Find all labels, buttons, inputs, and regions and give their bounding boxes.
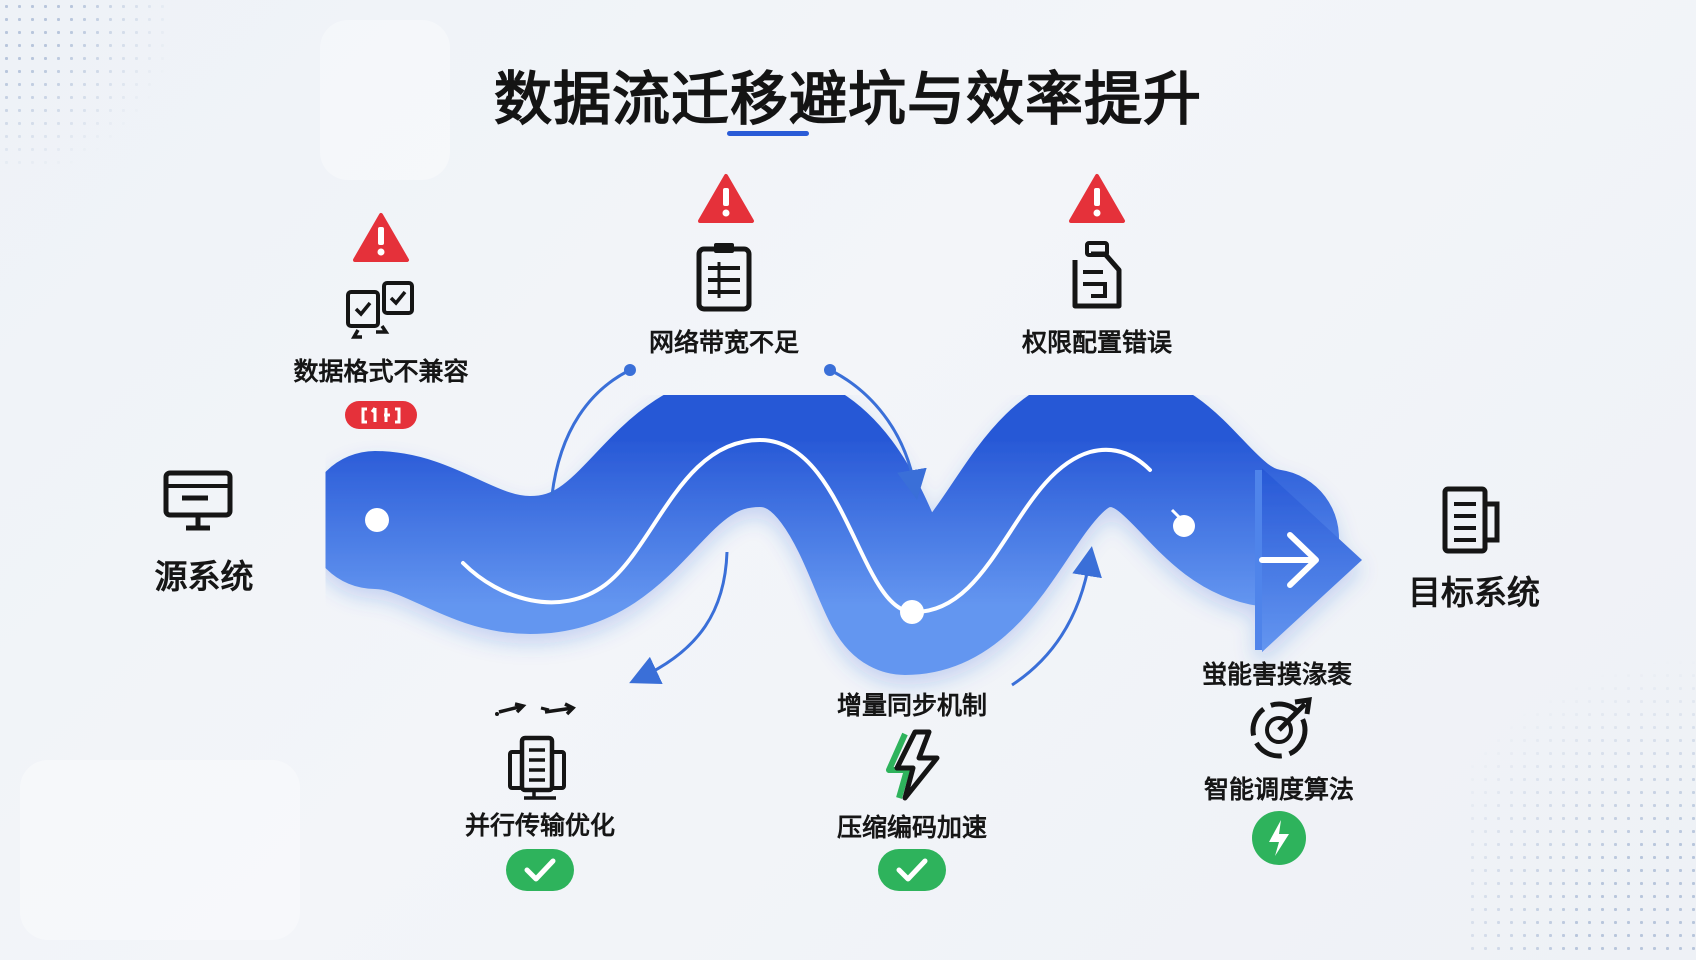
parallel-server-icon	[504, 734, 576, 806]
target-server-icon	[1441, 486, 1503, 558]
lightning-badge-icon	[1251, 810, 1307, 870]
garbled-label: 蛍能害摸湪袠	[1201, 660, 1353, 689]
target-system-label: 目标系统	[1408, 573, 1540, 612]
pitfall-label: 数据格式不兼容	[293, 357, 469, 386]
decorative-panel	[320, 20, 450, 180]
clipboard-list-icon	[694, 240, 754, 316]
decorative-dots-top-left	[0, 0, 170, 170]
decorative-dots-bottom-right	[1466, 630, 1696, 960]
check-icon	[877, 848, 947, 896]
arrow-right-icon	[1259, 532, 1319, 588]
page-title: 数据流迁移避坑与效率提升	[493, 65, 1202, 133]
lightning-icon	[877, 728, 947, 806]
check-icon	[505, 848, 575, 896]
document-lock-icon	[1069, 240, 1125, 316]
gauge-icon	[1247, 696, 1317, 766]
pitfall-label: 权限配置错误	[1021, 328, 1173, 357]
error-badge-icon	[343, 399, 419, 435]
warning-icon	[1068, 173, 1126, 229]
solution-label: 智能调度算法	[1203, 775, 1355, 804]
pitfall-label: 网络带宽不足	[648, 328, 800, 357]
source-monitor-icon	[162, 470, 234, 538]
flow-ribbon	[306, 368, 1362, 676]
warning-icon	[352, 212, 410, 268]
title-underline	[727, 131, 809, 136]
solution-label: 并行传输优化	[464, 811, 616, 840]
decorative-panel	[20, 760, 300, 940]
flow-node-end	[1173, 515, 1195, 537]
document-compare-icon	[344, 280, 418, 346]
flow-node-middle	[900, 600, 924, 624]
solution-label: 增量同步机制	[836, 691, 988, 720]
source-system-label: 源系统	[154, 557, 254, 596]
warning-icon	[697, 173, 755, 229]
flow-node-start	[365, 508, 389, 532]
solution-label: 压缩编码加速	[836, 813, 988, 842]
transfer-arrows-icon	[493, 698, 583, 726]
